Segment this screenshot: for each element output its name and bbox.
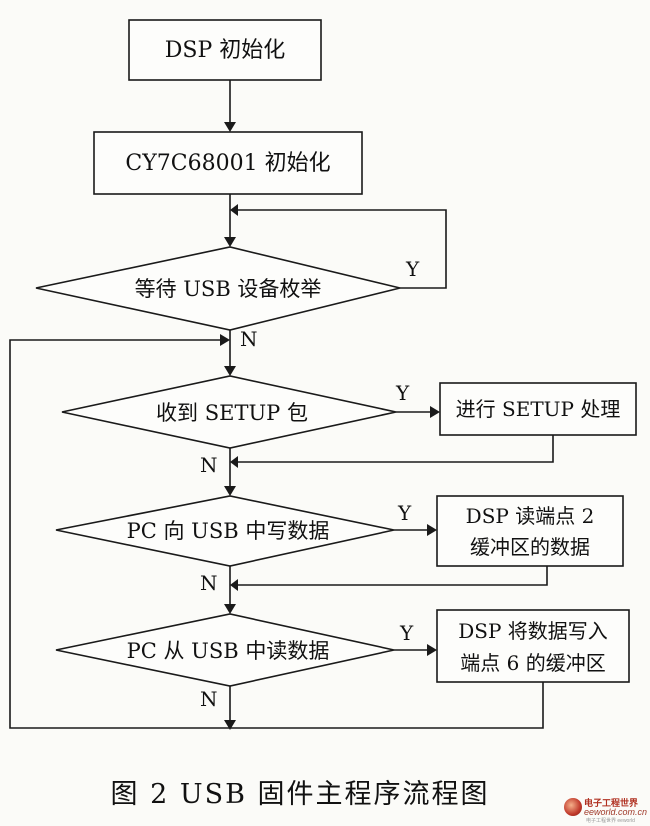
setup-no-label: N — [200, 453, 218, 477]
dsp-write-label-2: 端点 6 的缓冲区 — [460, 651, 605, 675]
read-yes-label: Y — [399, 621, 414, 645]
connector-lines — [9, 80, 554, 730]
dsp-init-label: DSP 初始化 — [165, 38, 286, 63]
figure-caption: 图 2 USB 固件主程序流程图 — [110, 779, 490, 810]
watermark-sub: 电子工程世界 eeworld — [586, 818, 635, 824]
dsp-read-box — [436, 495, 624, 567]
pc-read-label: PC 从 USB 中读数据 — [127, 639, 330, 663]
write-yes-label: Y — [397, 501, 412, 525]
eeworld-watermark: 电子工程世界 eeworld.com.cn 电子工程世界 eeworld — [564, 796, 648, 824]
cy-init-box — [93, 131, 363, 195]
flowchart: DSP 初始化 CY7C68001 初始化 等待 USB 设备枚举 收到 SET… — [9, 19, 637, 730]
dsp-init-box — [128, 19, 322, 81]
proc-setup-label: 进行 SETUP 处理 — [456, 397, 621, 421]
pc-write-label: PC 向 USB 中写数据 — [127, 519, 330, 543]
wait-enum-label: 等待 USB 设备枚举 — [135, 277, 322, 301]
dsp-write-box — [436, 609, 630, 683]
dsp-write-label-1: DSP 将数据写入 — [458, 619, 608, 643]
dsp-read-label-1: DSP 读端点 2 — [466, 504, 595, 528]
cy-init-label: CY7C68001 初始化 — [125, 151, 330, 176]
dsp-read-label-2: 缓冲区的数据 — [470, 535, 590, 559]
watermark-cn: 电子工程世界 — [584, 798, 639, 808]
wait-yes-label: Y — [405, 257, 420, 281]
eeworld-logo-icon — [564, 798, 582, 816]
wait-no-label: N — [240, 327, 258, 351]
read-no-label: N — [200, 687, 218, 711]
write-no-label: N — [200, 571, 218, 595]
watermark-en: eeworld.com.cn — [584, 807, 648, 817]
recv-setup-label: 收到 SETUP 包 — [156, 401, 308, 425]
setup-yes-label: Y — [395, 381, 410, 405]
proc-setup-box — [439, 382, 637, 436]
